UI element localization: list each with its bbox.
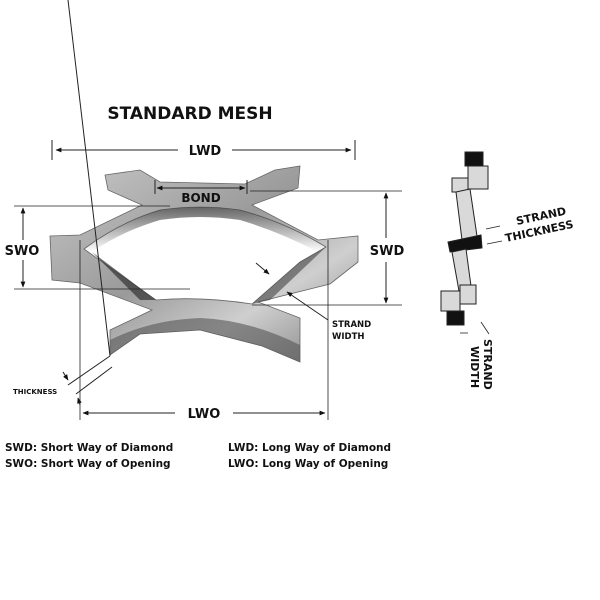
swo-label: SWO [5, 244, 40, 259]
side-strand-width-label-2: WIDTH [468, 346, 481, 388]
lwo-label: LWO [188, 407, 221, 422]
bond-label: BOND [181, 191, 220, 205]
side-view [440, 151, 503, 335]
strand-width-callout: STRAND WIDTH [255, 262, 371, 342]
swd-label: SWD [370, 244, 405, 259]
thickness-label: THICKNESS [13, 388, 57, 396]
legend-lwo: LWO: Long Way of Opening [228, 458, 388, 470]
diagram-title: STANDARD MESH [107, 104, 272, 124]
legend: SWD: Short Way of Diamond LWD: Long Way … [5, 442, 391, 470]
bond-dimension: BOND [154, 180, 248, 205]
swd-dimension: SWD [250, 190, 405, 306]
mesh-shape [49, 165, 359, 363]
side-view-labels: STRAND THICKNESS STRAND WIDTH [468, 205, 575, 390]
legend-swd: SWD: Short Way of Diamond [5, 442, 173, 454]
legend-lwd: LWD: Long Way of Diamond [228, 442, 391, 454]
legend-swo: SWO: Short Way of Opening [5, 458, 171, 470]
thickness-callout: THICKNESS [13, 0, 113, 406]
lwd-label: LWD [189, 144, 222, 159]
lwo-dimension: LWO [79, 240, 329, 422]
strand-width-label-1: STRAND [332, 320, 371, 330]
side-strand-width-label-1: STRAND [481, 339, 494, 390]
lwd-dimension: LWD [51, 140, 356, 160]
strand-width-label-2: WIDTH [332, 332, 365, 342]
